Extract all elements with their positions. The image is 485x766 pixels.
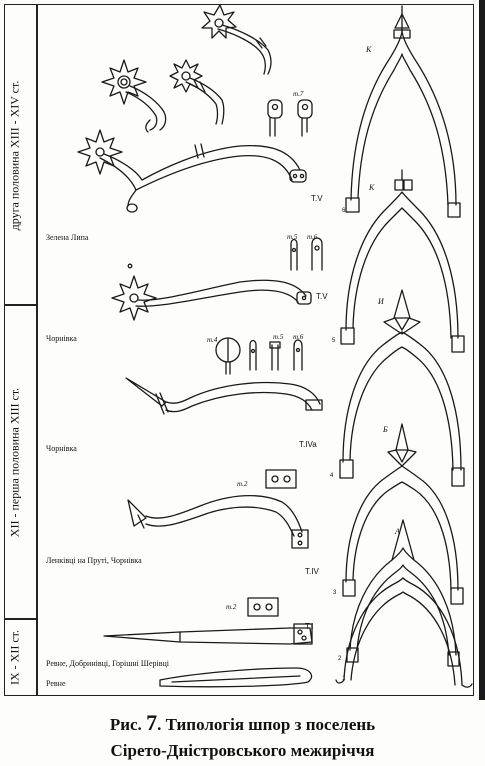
spur-arch-6: [345, 5, 461, 218]
variant-letter-i: И: [378, 297, 384, 306]
fastener-t2-lower: [247, 597, 279, 617]
fastener-t5-t6-upper: [290, 237, 323, 271]
caption-line-2: Сірето-Дністровського межиріччя: [110, 741, 375, 760]
spur-arch-2: [346, 519, 460, 667]
rowel-spur-top: [201, 4, 272, 75]
spur-arch-4: [339, 289, 465, 487]
type-label-tv-2: T.V: [316, 292, 328, 301]
variant-letter-b: Б: [383, 425, 388, 434]
site-label-zelena-lypa: Зелена Липа: [46, 233, 89, 242]
site-label-lenkivtsi: Ленківці на Пруті, Чорнівка: [46, 556, 142, 565]
caption-prefix: Рис.: [109, 715, 142, 734]
fastener-tag-t2-b: т.2: [226, 603, 237, 611]
fastener-tag-t6-b: т.6: [293, 333, 304, 341]
figure-frame: [4, 4, 474, 696]
spur-arch-1: [335, 577, 473, 688]
fastener-tag-t5-b: т.5: [273, 333, 284, 341]
spur-type-tv-long: [77, 129, 307, 213]
caption-title: . Типологія шпор з поселень: [157, 715, 376, 734]
period-separator-1: [4, 304, 36, 306]
spur-arch-3: [342, 423, 464, 605]
site-label-revne-group: Ревне, Добринівці, Горішні Шерівці: [46, 659, 170, 668]
row-number-3: 3: [333, 590, 337, 596]
row-number-4: 4: [330, 473, 334, 479]
variant-letter-a: А: [395, 527, 400, 536]
spur-type-tv-short: [111, 263, 312, 321]
row-number-2: 2: [338, 656, 342, 662]
fastener-t2-upper: [265, 469, 297, 489]
spur-drawings: [77, 4, 473, 688]
spur-type-tiva: [125, 377, 323, 415]
fastener-tag-t4: т.4: [207, 336, 218, 344]
fastener-tag-t7: т.7: [293, 90, 304, 98]
type-label-tv-1: T.V: [311, 194, 323, 203]
period-separator-2: [4, 618, 36, 620]
spur-early-bottom: [159, 667, 313, 688]
scan-edge: [479, 0, 485, 700]
fastener-t7: [267, 99, 313, 137]
row-number-6: 6: [342, 208, 346, 214]
figure-caption: Рис. 7. Типологія шпор з поселень Сірето…: [0, 710, 485, 764]
spur-type-ti: [103, 623, 313, 645]
site-label-chornivka-2: Чорнівка: [46, 444, 77, 453]
variant-letter-k-1: К: [366, 45, 372, 54]
fastener-tag-t2-a: т.2: [237, 480, 248, 488]
fastener-tag-t5-a: т.5: [287, 233, 298, 241]
fastener-t4-t5-t6-lower: [215, 337, 303, 375]
type-label-tiva: T.IVa: [299, 440, 317, 449]
spur-type-tiv: [127, 494, 309, 549]
site-label-chornivka-1: Чорнівка: [46, 334, 77, 343]
spur-arch-5: [340, 169, 465, 353]
fastener-tag-t6-a: т.6: [307, 233, 318, 241]
row-number-5: 5: [332, 338, 336, 344]
variant-letter-k-2: К: [369, 183, 375, 192]
rowel-spur-mid: [169, 59, 225, 125]
caption-number: 7: [146, 710, 158, 735]
type-label-tiv: T.IV: [305, 567, 319, 576]
caption-line-1: Рис. 7. Типологія шпор з поселень: [0, 710, 485, 738]
rowel-spur-left: [101, 59, 167, 133]
site-label-revne: Ревне: [46, 679, 66, 688]
period-column-divider: [36, 4, 38, 696]
type-label-ti: T.I: [305, 622, 314, 631]
